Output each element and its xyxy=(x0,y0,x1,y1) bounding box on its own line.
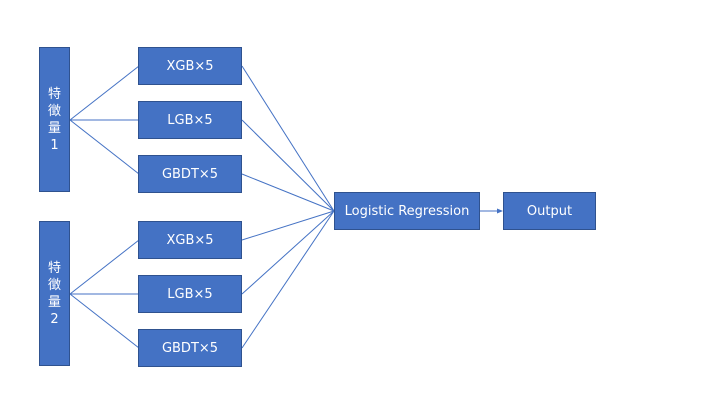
model-box-xgb-1: XGB×5 xyxy=(138,47,242,85)
feature-set-1: 特 徴 量 1 xyxy=(39,47,70,192)
model-box-gbdt-2: GBDT×5 xyxy=(138,329,242,367)
feature-2-char-3: 量 xyxy=(47,294,61,310)
output-box: Output xyxy=(503,192,596,230)
arrow-head xyxy=(497,208,503,214)
feature-2-char-2: 徴 xyxy=(47,277,61,293)
feature-1-char-3: 量 xyxy=(47,120,61,136)
feature-1-char-2: 徴 xyxy=(47,103,61,119)
feature-1-char-1: 特 xyxy=(47,86,61,102)
feature-1-char-4: 1 xyxy=(50,137,59,153)
feature-set-2: 特 徴 量 2 xyxy=(39,221,70,366)
model-box-xgb-2: XGB×5 xyxy=(138,221,242,259)
model-box-gbdt-1: GBDT×5 xyxy=(138,155,242,193)
feature-2-char-4: 2 xyxy=(50,311,59,327)
feature-2-char-1: 特 xyxy=(47,260,61,276)
meta-model-box: Logistic Regression xyxy=(334,192,480,230)
model-box-lgb-1: LGB×5 xyxy=(138,101,242,139)
model-box-lgb-2: LGB×5 xyxy=(138,275,242,313)
